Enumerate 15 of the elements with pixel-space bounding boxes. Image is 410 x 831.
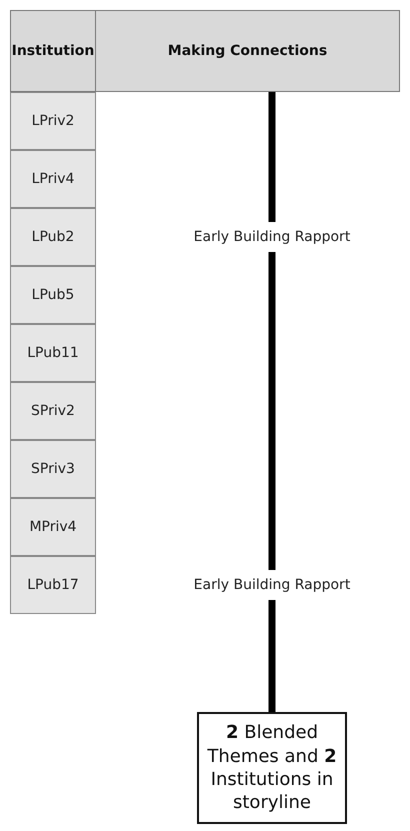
summary-box: 2 Blended Themes and 2 Institutions in storyline bbox=[197, 712, 347, 824]
table-cell: MPriv4 bbox=[10, 498, 96, 556]
table-cell: LPub2 bbox=[10, 208, 96, 266]
table-cell: LPub11 bbox=[10, 324, 96, 382]
table-cell: LPriv4 bbox=[10, 150, 96, 208]
connector-line bbox=[268, 92, 276, 222]
table-cell: LPub5 bbox=[10, 266, 96, 324]
connector-line bbox=[268, 600, 276, 712]
table-cell: LPub17 bbox=[10, 556, 96, 614]
table-cell: SPriv2 bbox=[10, 382, 96, 440]
column-header: Institution bbox=[10, 10, 96, 92]
table-cell: SPriv3 bbox=[10, 440, 96, 498]
column-header: Making Connections bbox=[95, 10, 400, 92]
table-cell: LPriv2 bbox=[10, 92, 96, 150]
connector-line bbox=[268, 252, 276, 570]
